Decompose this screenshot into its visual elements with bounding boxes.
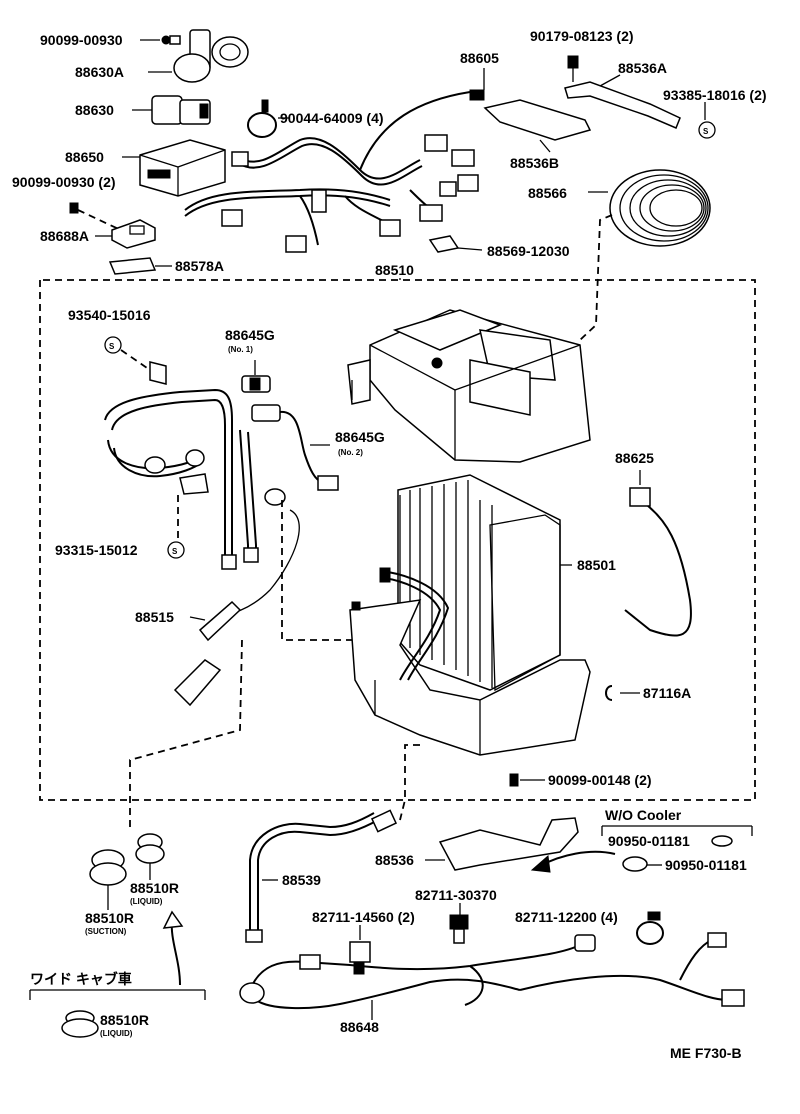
wire-harness-top-drawing: [184, 89, 485, 253]
label-88501: 88501: [577, 557, 616, 573]
label-88569-12030-drawing: [428, 235, 483, 253]
thermistor-88515-drawing: [129, 488, 355, 830]
label-88630: 88630: [75, 102, 114, 118]
plug-90950-01181-a-drawing: [711, 835, 733, 847]
label-90044-64009: 90044-64009 (4): [280, 110, 384, 126]
nut-90179-08123-drawing: [567, 55, 579, 82]
label-93385-18016: 93385-18016 (2): [663, 87, 767, 103]
screw-90099-00930-2-drawing: [69, 202, 126, 233]
clip-82711-14560-drawing: [349, 925, 371, 975]
label-90950-01181-b: 90950-01181: [665, 857, 747, 873]
label-82711-12200: 82711-12200 (4): [515, 909, 618, 925]
assembly-88510-border: [39, 278, 756, 801]
bolt-90099-00930-drawing: [140, 35, 181, 45]
label-93315-15012: 93315-15012: [55, 542, 138, 558]
wide-cab-box: [29, 989, 206, 1000]
label-88569-12030: 88569-12030: [487, 243, 570, 259]
label-88566: 88566: [528, 185, 567, 201]
bracket-88688A-drawing: [95, 219, 156, 249]
screw-symbol: S: [703, 127, 709, 136]
dash-connector-lower: [399, 744, 420, 821]
label-82711-30370: 82711-30370: [415, 887, 497, 903]
evaporator-88501-drawing: [397, 474, 572, 692]
screw-symbol: S: [109, 342, 115, 351]
label-82711-14560: 82711-14560 (2): [312, 909, 415, 925]
refrigerant-pipes-drawing: [104, 388, 259, 570]
screw-93385-18016-drawing: S: [698, 102, 716, 139]
label-88536A: 88536A: [618, 60, 667, 76]
label-88510R-suction-sub: (SUCTION): [85, 927, 127, 936]
label-90950-01181-a: 90950-01181: [608, 833, 690, 849]
diagram-code: ME F730-B: [670, 1045, 742, 1061]
label-90099-00930-2: 90099-00930 (2): [12, 174, 116, 190]
label-90179-08123: 90179-08123 (2): [530, 28, 634, 44]
label-88536B: 88536B: [510, 155, 559, 171]
plug-90950-01181-b-drawing: [622, 856, 662, 872]
label-88645G-1-sub: (No. 1): [228, 345, 253, 354]
clip-82711-30370-drawing: [449, 903, 469, 944]
bracket-88536B-drawing: [483, 99, 592, 153]
clip-82711-12200-drawing: [636, 911, 664, 945]
screw-symbol: S: [172, 547, 178, 556]
label-88536: 88536: [375, 852, 414, 868]
pad-88578A-drawing: [108, 257, 172, 275]
label-88578A: 88578A: [175, 258, 224, 274]
label-88539: 88539: [282, 872, 321, 888]
label-88515: 88515: [135, 609, 174, 625]
screw-93315-15012-drawing: S: [167, 473, 209, 559]
grommet-88510R-wide-drawing: [61, 1010, 99, 1038]
screw-93540-15016-drawing: S: [104, 336, 167, 385]
label-wo-cooler: W/O Cooler: [605, 807, 682, 823]
label-90099-00148: 90099-00148 (2): [548, 772, 652, 788]
clip-87116A-drawing: [605, 685, 640, 701]
label-88645G-2: 88645G: [335, 429, 385, 445]
label-88510R-liquid: 88510R: [130, 880, 179, 896]
label-88605: 88605: [460, 50, 499, 66]
pipe-88539-drawing: [245, 809, 398, 943]
grommet-88510R-liquid-drawing: [135, 833, 165, 880]
relay-88630-drawing: [132, 95, 211, 125]
grommet-88510R-suction-drawing: [89, 849, 127, 910]
label-88645G-1: 88645G: [225, 327, 275, 343]
label-88510R-liquid-sub: (LIQUID): [130, 897, 163, 906]
label-88510: 88510: [375, 262, 414, 278]
case-lower-drawing: [349, 567, 591, 756]
label-88688A: 88688A: [40, 228, 89, 244]
clamp-90044-64009-drawing: [247, 99, 290, 138]
sensor-88625-drawing: [624, 470, 692, 637]
duct-88566-drawing: [579, 169, 711, 341]
screw-90099-00148-drawing: [509, 773, 545, 787]
amplifier-88650-drawing: [122, 139, 226, 197]
label-88510R-wide: 88510R: [100, 1012, 149, 1028]
label-88630A: 88630A: [75, 64, 124, 80]
label-88510R-wide-sub: (LIQUID): [100, 1029, 133, 1038]
label-90099-00930: 90099-00930: [40, 32, 123, 48]
case-upper-drawing: [347, 309, 591, 463]
label-87116A: 87116A: [643, 685, 691, 701]
bracket-88536A-drawing: [564, 74, 681, 129]
arrow-wide-cab: [162, 910, 184, 986]
label-93540-15016: 93540-15016: [68, 307, 151, 323]
relay-88630A-drawing: [148, 29, 249, 83]
switch-88645G-2-drawing: [251, 404, 339, 491]
bracket-88536-drawing: [425, 817, 616, 873]
harness-88648-drawing: [239, 932, 745, 1020]
label-88645G-2-sub: (No. 2): [338, 448, 363, 457]
label-88625: 88625: [615, 450, 654, 466]
label-88650: 88650: [65, 149, 104, 165]
switch-88645G-1-drawing: [241, 360, 271, 393]
label-wide-cab: ワイド キャブ車: [30, 971, 132, 987]
label-88648: 88648: [340, 1019, 379, 1035]
wo-cooler-box: [601, 825, 753, 836]
label-88510R-suction: 88510R: [85, 910, 134, 926]
